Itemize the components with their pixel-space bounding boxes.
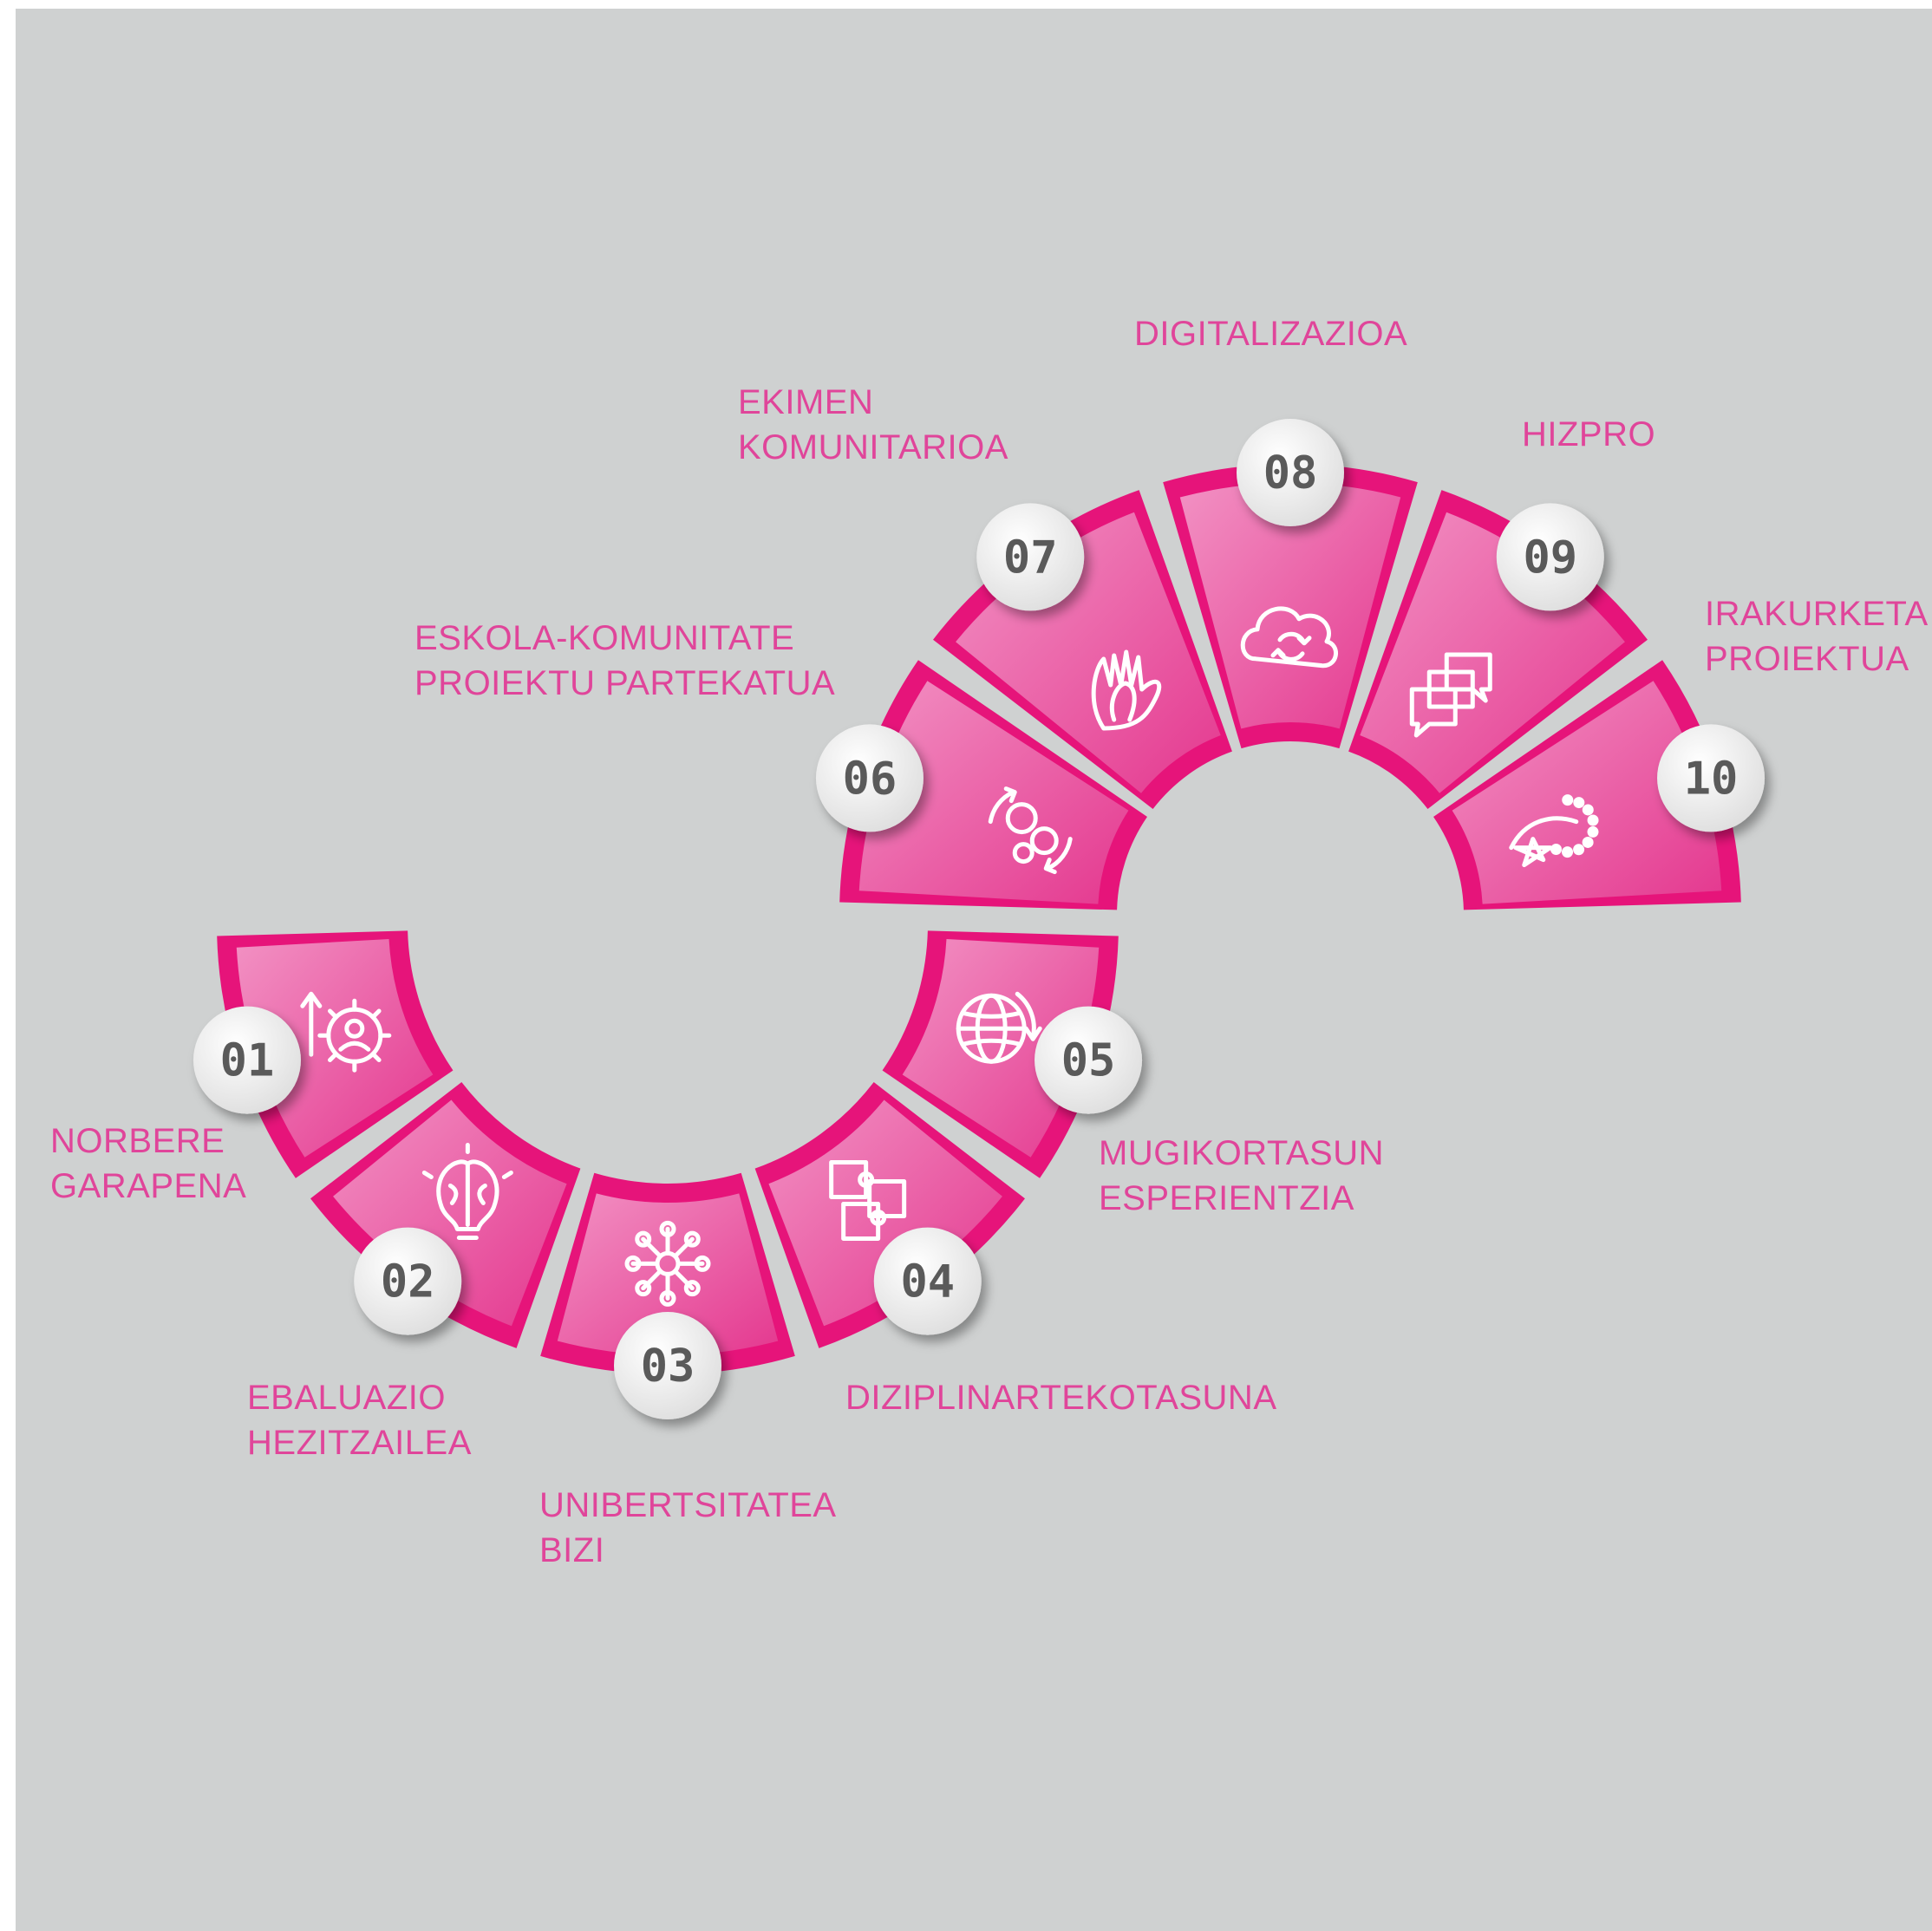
step-03-number: 03 — [641, 1341, 695, 1393]
step-01-badge: 01 — [193, 1006, 301, 1114]
step-08-badge: 08 — [1237, 419, 1344, 526]
step-03-label: UNIBERTSITATEA BIZI — [539, 1483, 837, 1573]
step-05-label-line-1: MUGIKORTASUN — [1099, 1134, 1384, 1172]
step-08-label: DIGITALIZAZIOA — [1134, 311, 1407, 356]
step-05-badge: 05 — [1035, 1006, 1143, 1114]
step-10-label-line-1: IRAKURKETA — [1705, 595, 1929, 633]
step-02-label-line-1: EBALUAZIO — [247, 1379, 447, 1417]
step-10-badge-circle — [1657, 724, 1766, 832]
step-08-badge-circle — [1237, 419, 1344, 526]
step-06-label: ESKOLA-KOMUNITATE PROIEKTU PARTEKATUA — [414, 616, 835, 706]
step-07-number: 07 — [1003, 532, 1058, 584]
step-04-number: 04 — [900, 1256, 955, 1308]
step-10-number: 10 — [1684, 753, 1739, 805]
network-nodes-icon — [624, 1220, 711, 1307]
globe-arrows-icon — [956, 991, 1042, 1064]
step-09-label-line-1: HIZPRO — [1522, 415, 1656, 453]
step-03-label-line-2: BIZI — [539, 1531, 605, 1569]
growth-gear-person-icon — [300, 991, 392, 1073]
step-06-label-line-1: ESKOLA-KOMUNITATE — [414, 619, 795, 657]
segment-01-face — [236, 938, 434, 1158]
step-04-label-line-1: DIZIPLINARTEKOTASUNA — [845, 1379, 1277, 1417]
step-07-label-line-2: KOMUNITARIOA — [738, 428, 1008, 466]
step-02-label-line-2: HEZITZAILEA — [247, 1424, 472, 1462]
segment-08 — [1163, 464, 1418, 749]
step-10-label-line-2: PROIEKTUA — [1705, 640, 1909, 678]
reading-stars-icon — [1509, 794, 1599, 868]
step-08-label-line-1: DIGITALIZAZIOA — [1134, 315, 1408, 353]
step-06-number: 06 — [843, 753, 897, 805]
step-02-badge: 02 — [354, 1227, 462, 1335]
step-07-badge: 07 — [976, 503, 1085, 611]
step-03-label-line-1: UNIBERTSITATEA — [539, 1486, 837, 1524]
step-01-number: 01 — [220, 1035, 275, 1087]
puzzle-icon — [829, 1159, 907, 1241]
step-06-label-line-2: PROIEKTU PARTEKATUA — [414, 664, 836, 702]
step-02-badge-circle — [354, 1227, 462, 1335]
step-01-label-line-1: NORBERE — [50, 1122, 225, 1160]
step-05-number: 05 — [1061, 1035, 1116, 1087]
step-01-badge-circle — [193, 1006, 301, 1114]
step-05-label-line-2: ESPERIENTZIA — [1099, 1179, 1354, 1217]
step-05-badge-circle — [1035, 1006, 1143, 1114]
step-07-badge-circle — [976, 503, 1085, 611]
cloud-sync-icon — [1240, 606, 1338, 669]
step-06-badge: 06 — [815, 724, 924, 832]
step-03-badge-circle — [614, 1312, 721, 1419]
step-04-badge: 04 — [873, 1227, 982, 1335]
step-09-label: HIZPRO — [1522, 412, 1655, 457]
segment-04-face — [768, 1099, 1002, 1327]
segment-08-face — [1179, 483, 1401, 729]
step-09-badge-circle — [1496, 503, 1604, 611]
step-04-badge-circle — [873, 1227, 982, 1335]
step-02-label: EBALUAZIO HEZITZAILEA — [247, 1375, 472, 1465]
segment-06 — [839, 660, 1147, 910]
step-10-label: IRAKURKETA PROIEKTUA — [1705, 591, 1929, 682]
step-01-label: NORBERE GARAPENA — [50, 1119, 246, 1209]
speech-bubbles-icon — [1409, 652, 1492, 738]
step-10-badge: 10 — [1657, 724, 1766, 832]
step-07-label-line-1: EKIMEN — [738, 383, 874, 421]
step-03-badge: 03 — [614, 1312, 721, 1419]
gears-cycle-icon — [988, 786, 1073, 875]
brain-lightbulb-icon — [421, 1142, 513, 1240]
step-02-number: 02 — [381, 1256, 435, 1308]
step-09-badge: 09 — [1496, 503, 1604, 611]
segment-06-face — [858, 681, 1129, 904]
step-06-badge-circle — [815, 724, 924, 832]
step-04-label: DIZIPLINARTEKOTASUNA — [845, 1375, 1277, 1420]
step-05-label: MUGIKORTASUN ESPERIENTZIA — [1099, 1131, 1384, 1221]
step-07-label: EKIMEN KOMUNITARIOA — [738, 380, 1008, 470]
step-08-number: 08 — [1263, 447, 1318, 499]
step-09-number: 09 — [1523, 532, 1577, 584]
step-01-label-line-2: GARAPENA — [50, 1167, 247, 1205]
segment-02-face — [333, 1099, 567, 1327]
helping-hands-icon — [1091, 649, 1162, 731]
